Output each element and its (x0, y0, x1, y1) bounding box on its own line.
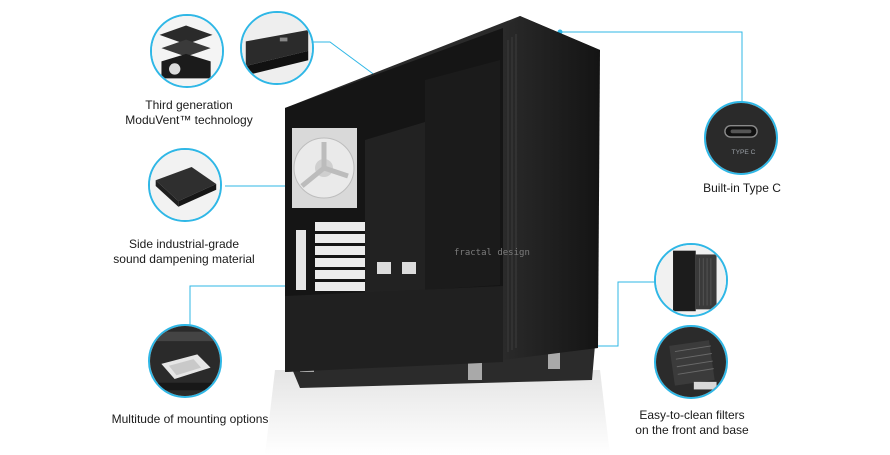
front-filter-bubble (654, 243, 728, 317)
brand-mark: fractal design (454, 248, 530, 258)
type-c-port-label: TYPE C (732, 149, 756, 156)
sound-caption: Side industrial-grade sound dampening ma… (105, 237, 263, 267)
line-filters (590, 281, 657, 347)
moduvent-line1: Third generation (145, 98, 233, 112)
sound-line1: Side industrial-grade (128, 237, 240, 251)
moduvent-caption: Third generation ModuVent™ technology (122, 98, 256, 128)
typec-caption: Built-in Type C (703, 181, 781, 195)
sound-line2: sound dampening material (113, 252, 255, 266)
filters-line2: on the front and base (635, 423, 749, 437)
type-c-bubble: TYPE C (704, 101, 778, 175)
filters-caption: Easy-to-clean filters on the front and b… (622, 408, 762, 438)
base-filter-bubble (654, 325, 728, 399)
sound-dampening-bubble (148, 148, 222, 222)
mounting-options-bubble (148, 324, 222, 398)
line-typec (560, 31, 743, 102)
moduvent-closeup-bubble (240, 11, 314, 85)
moduvent-exploded-bubble (150, 14, 224, 88)
filters-line1: Easy-to-clean filters (639, 408, 745, 422)
moduvent-line2: ModuVent™ technology (125, 113, 253, 127)
mounting-caption: Multitude of mounting options (111, 412, 269, 426)
